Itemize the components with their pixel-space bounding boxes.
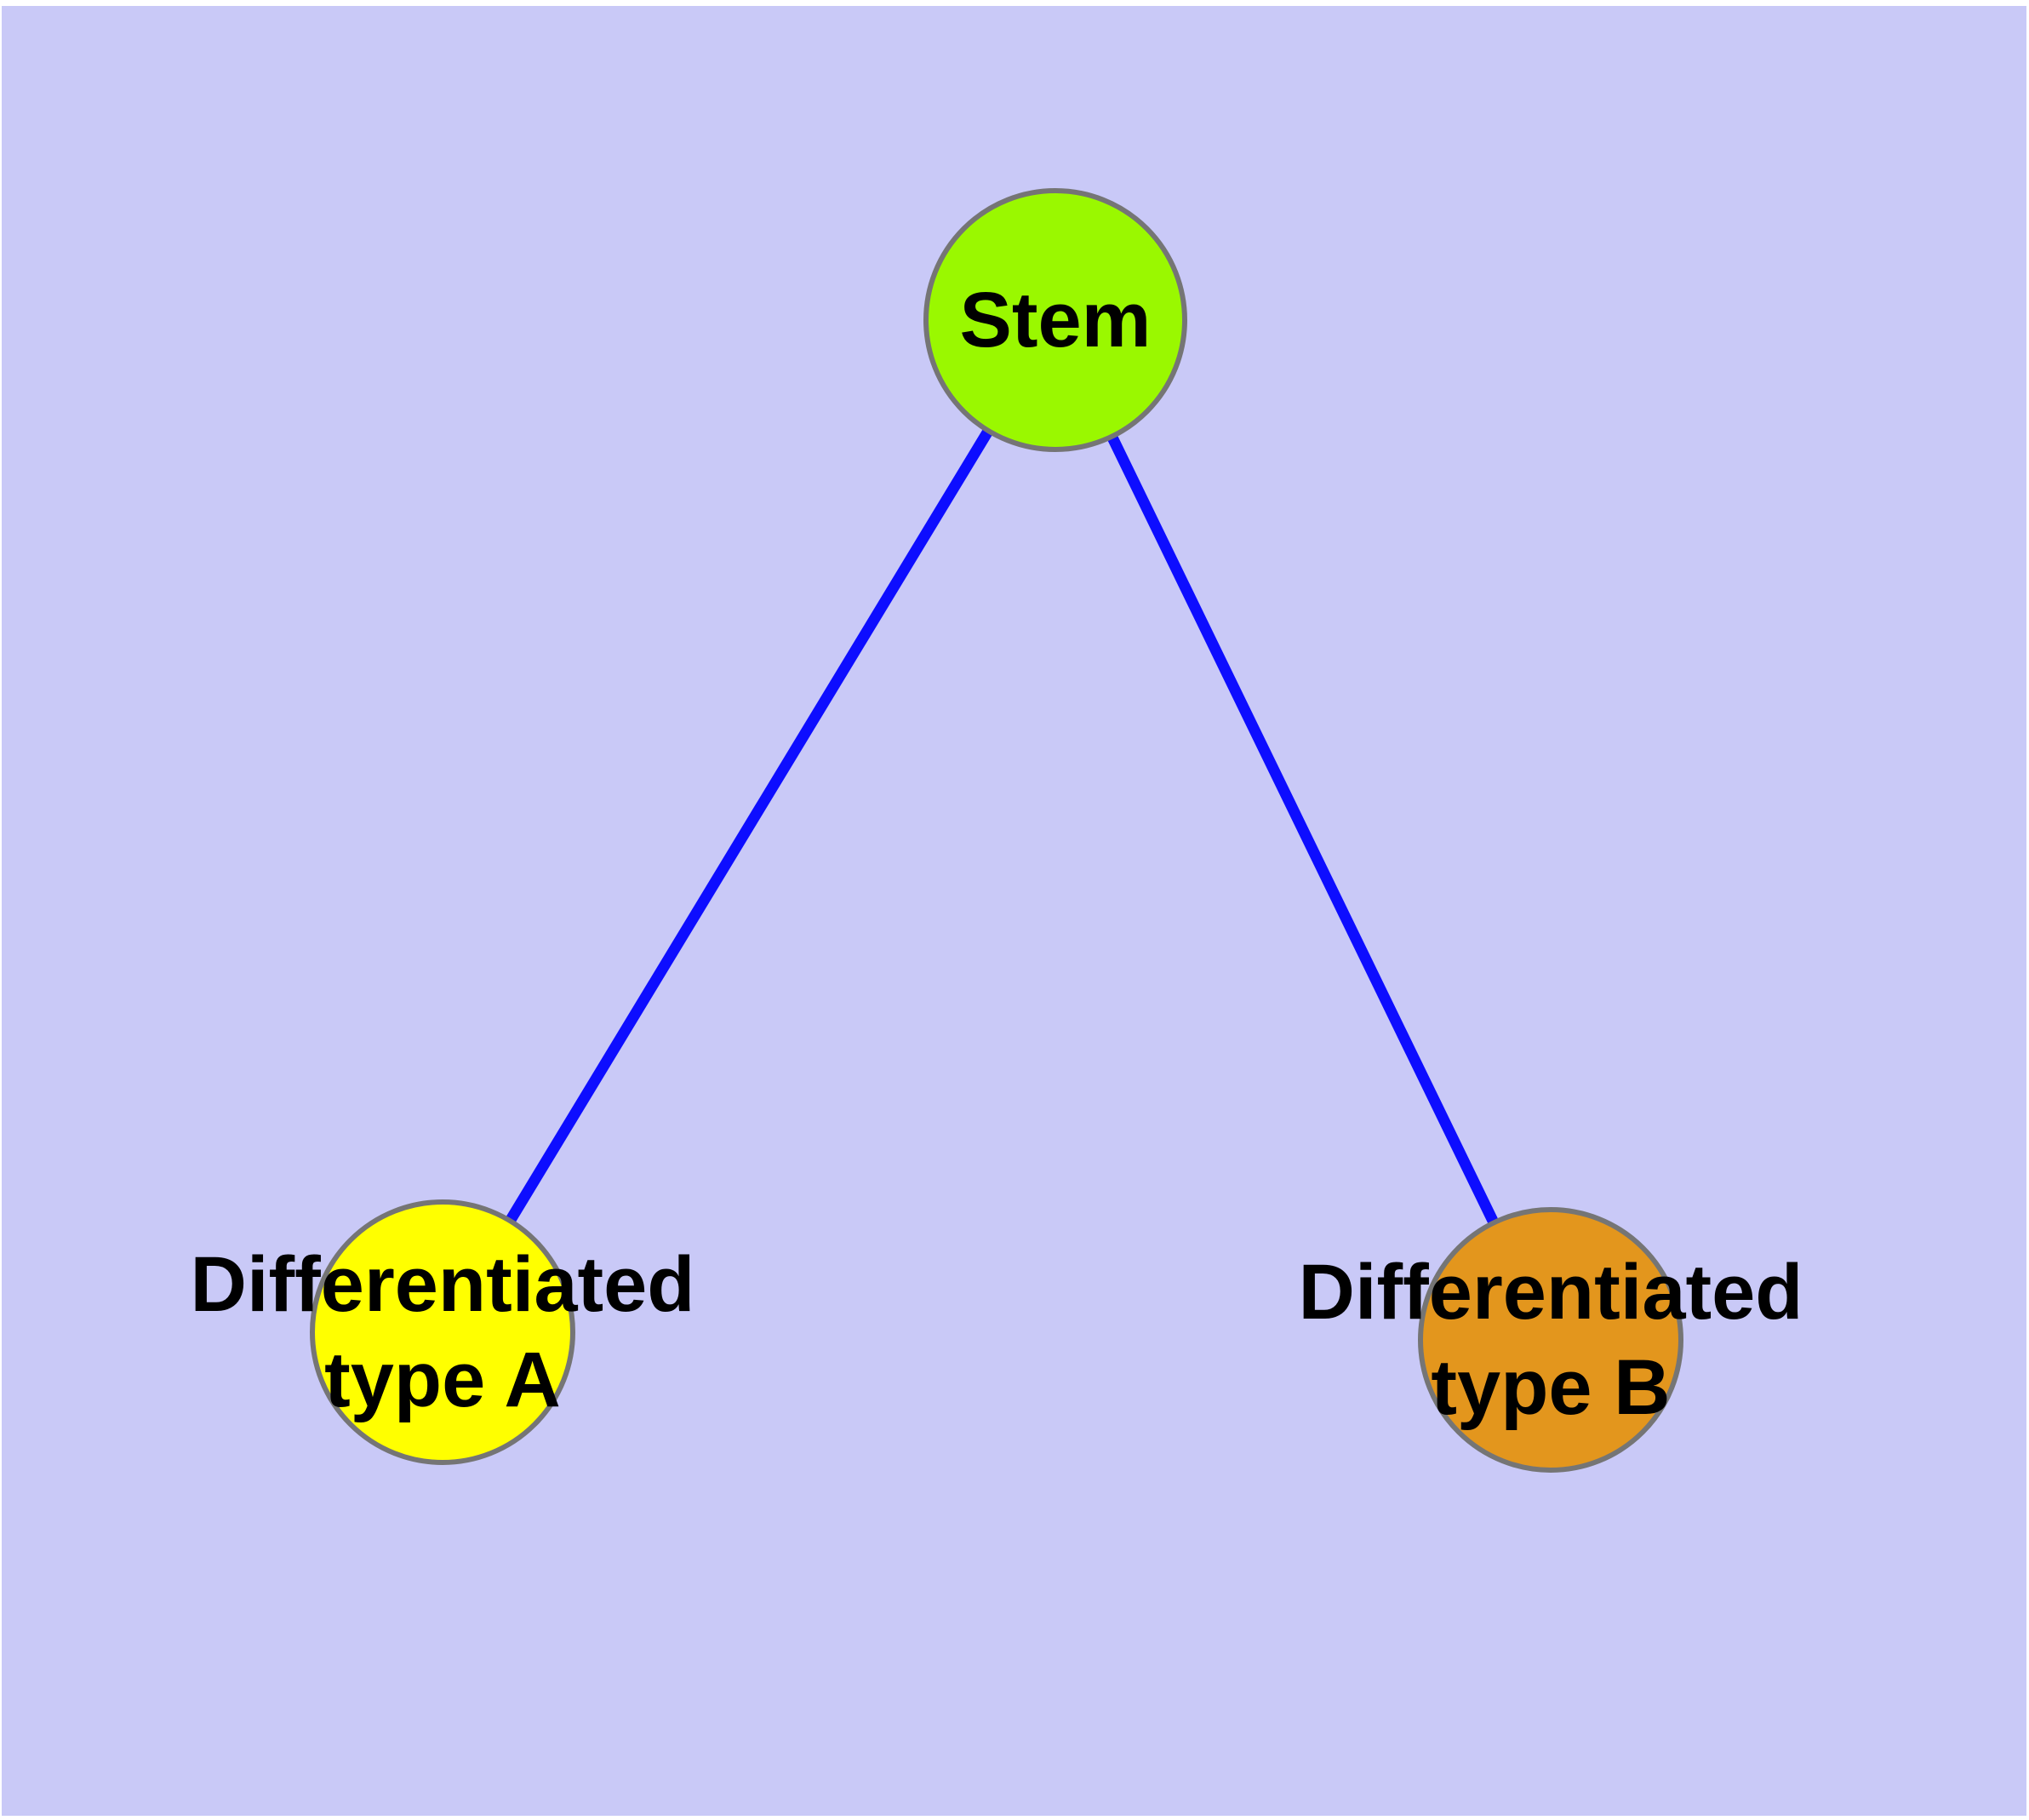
type-a-node-label-line1: Differentiated bbox=[191, 1241, 695, 1328]
stem-node-label: Stem bbox=[960, 277, 1152, 363]
stem-node-circle bbox=[923, 188, 1187, 452]
type-a-node-label-line2: type A bbox=[324, 1336, 561, 1423]
type-a-node-circle bbox=[310, 1199, 575, 1465]
node-stem: Stem bbox=[923, 188, 1187, 452]
edge-group bbox=[437, 317, 1556, 1342]
type-b-node-label-line2: type B bbox=[1431, 1344, 1670, 1431]
node-differentiated-type-b: Differentiated type B bbox=[1299, 1207, 1803, 1473]
node-differentiated-type-a: Differentiated type A bbox=[191, 1199, 695, 1465]
edge-stem-to-type-b bbox=[1050, 318, 1556, 1342]
type-b-node-label-line1: Differentiated bbox=[1299, 1249, 1803, 1336]
edge-stem-to-type-a bbox=[437, 317, 1060, 1336]
type-b-node-circle bbox=[1418, 1207, 1683, 1473]
